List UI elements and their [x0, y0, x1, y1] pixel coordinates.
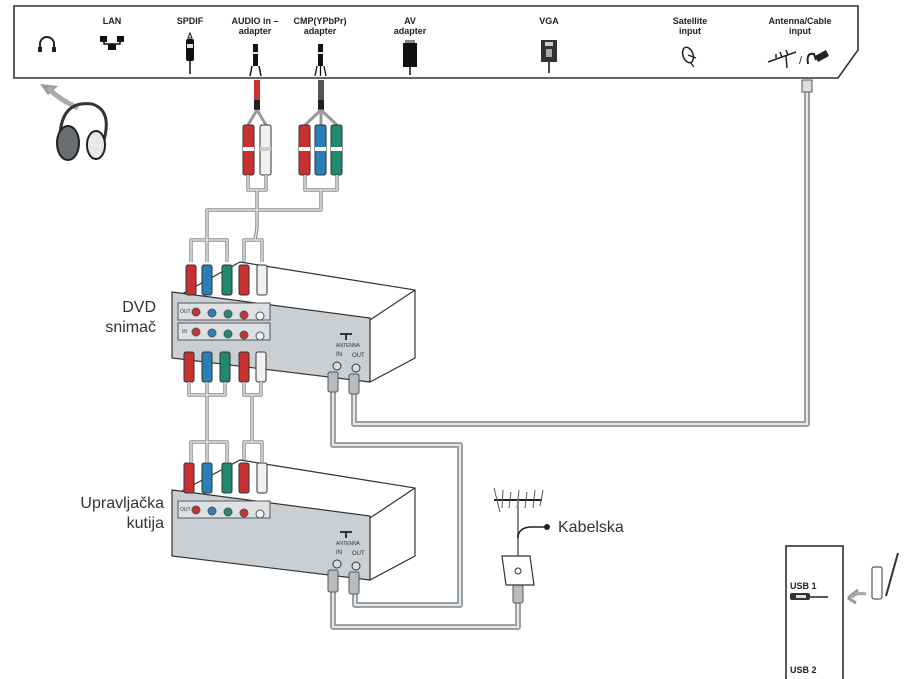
headphone-jack-icon: [38, 36, 56, 52]
coax-cables: [327, 79, 813, 630]
dvd-ant-out-label: OUT: [352, 353, 365, 359]
vga-connector-icon: [541, 40, 557, 73]
component-adapter-cable: [298, 80, 343, 176]
dvd-antenna-label: ANTENNA: [336, 343, 361, 349]
usb1-label: USB 1: [790, 581, 817, 591]
port-sublabel-audio-in: adapter: [239, 26, 272, 36]
set-top-box-device: OUT ANTENNA IN OUT: [171, 459, 416, 581]
satellite-dish-icon: [681, 46, 697, 68]
usb-port-icon: [790, 593, 828, 600]
port-label-lan: LAN: [103, 16, 122, 26]
wifi-dongle-illustration: [847, 552, 899, 605]
set-top-box-label-line1: Upravljačka: [80, 495, 164, 512]
port-label-vga: VGA: [539, 16, 559, 26]
port-label-cmp: CMP(YPbPr): [293, 16, 346, 26]
port-label-audio-in: AUDIO in –: [231, 16, 278, 26]
port-sublabel-antenna-cable: input: [789, 26, 811, 36]
usb2-label: USB 2: [790, 665, 817, 675]
rca-wiring-tv-to-dvd: [189, 175, 339, 262]
port-sublabel-cmp: adapter: [304, 26, 337, 36]
port-label-spdif: SPDIF: [177, 16, 204, 26]
stb-antenna-label: ANTENNA: [336, 541, 361, 547]
dvd-ant-in-label: IN: [336, 352, 342, 358]
cable-antenna-label: Kabelska: [558, 519, 624, 536]
dvd-recorder-device: OUT IN ANTENNA IN OUT: [171, 261, 416, 383]
dvd-in-label: IN: [182, 329, 187, 335]
mini-jack-plug-icon: [249, 44, 262, 77]
dvd-recorder-label-line1: DVD: [122, 299, 156, 316]
svg-text:/: /: [799, 55, 803, 67]
port-sublabel-av: adapter: [394, 26, 427, 36]
antenna-wall-socket: [493, 487, 550, 586]
rca-wiring-dvd-to-stb: [183, 351, 267, 462]
rca-jacks: [191, 307, 265, 341]
port-label-antenna-cable: Antenna/Cable: [768, 16, 831, 26]
set-top-box-label-line2: kutija: [127, 515, 164, 532]
spdif-plug-icon: [186, 31, 194, 74]
dvd-recorder-label-line2: snimač: [105, 319, 156, 336]
lan-network-icon: [100, 36, 124, 50]
port-label-av: AV: [404, 16, 416, 26]
port-label-satellite: Satellite: [673, 16, 708, 26]
mini-jack-plug-icon: [314, 44, 327, 77]
usb-side-panel: USB 1 USB 2: [785, 545, 844, 679]
antenna-cable-icon: /: [767, 49, 829, 69]
headphones-illustration: [40, 84, 108, 161]
stb-ant-in-label: IN: [336, 550, 342, 556]
dvd-out-label: OUT: [180, 309, 191, 315]
stb-out-label: OUT: [180, 507, 191, 513]
port-sublabel-satellite: input: [679, 26, 701, 36]
tv-connector-panel: LAN SPDIF AUDIO in – adapter CMP(YPbPr) …: [13, 5, 859, 79]
av-adapter-icon: [403, 40, 417, 75]
rca-plugs-top: [185, 264, 268, 296]
stb-ant-out-label: OUT: [352, 551, 365, 557]
audio-adapter-cable: [242, 80, 272, 176]
